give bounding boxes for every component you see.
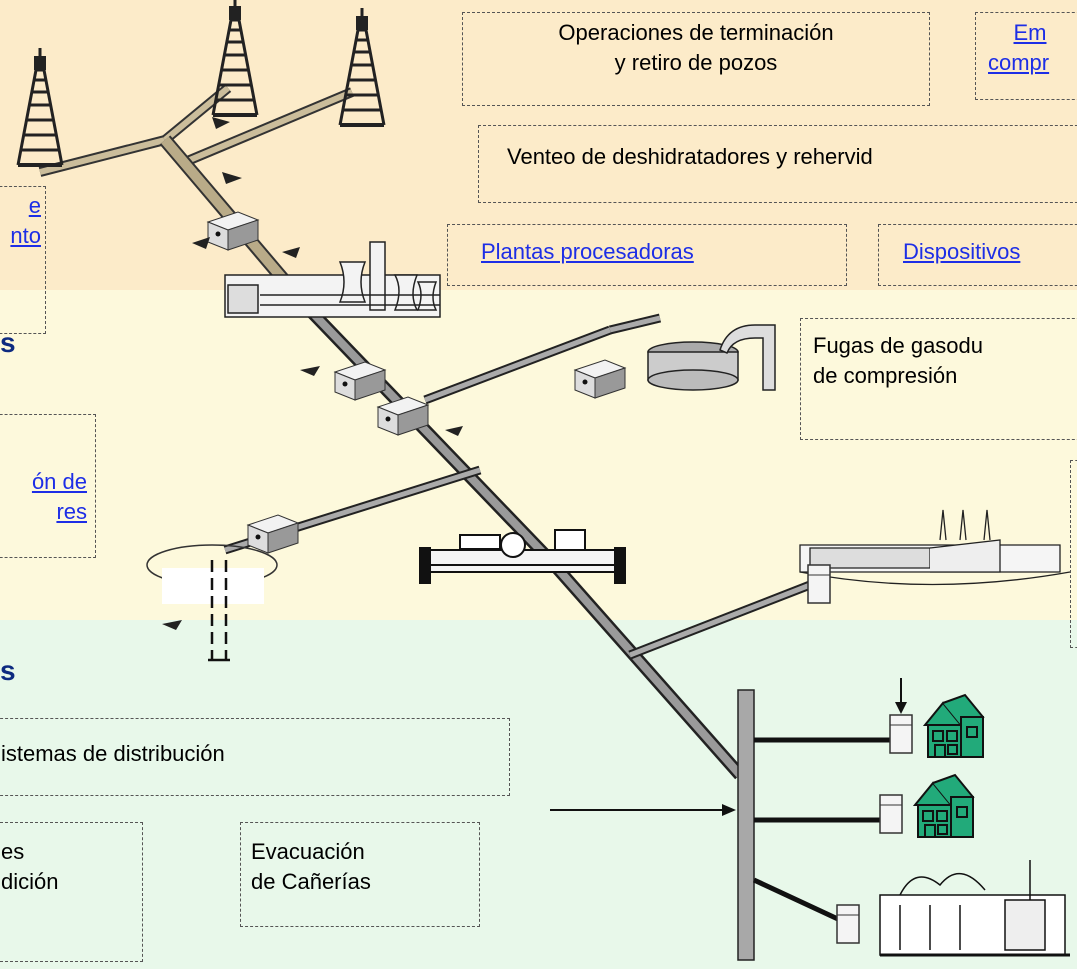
link-left-transmission-1[interactable]: ón de bbox=[31, 469, 87, 494]
gas-meter-icon bbox=[807, 564, 831, 604]
production-section bbox=[0, 0, 1077, 290]
commercial-building-icon bbox=[879, 860, 1070, 957]
text-well-operations: Operaciones de terminación y retiro de p… bbox=[558, 20, 834, 75]
text-pipeline-leaks-2: de compresión bbox=[813, 363, 958, 388]
text-dehydrator-venting: Venteo de deshidratadores y rehervid bbox=[507, 144, 873, 169]
processing-plant-icon bbox=[224, 241, 441, 318]
box-right-edge bbox=[1070, 460, 1077, 648]
box-metering: es dición bbox=[0, 822, 143, 962]
link-processing-plants[interactable]: Plantas procesadoras bbox=[481, 239, 694, 264]
flow-arrows bbox=[162, 117, 463, 630]
box-distribution-systems: istemas de distribución bbox=[0, 718, 510, 796]
box-dehydrator-venting: Venteo de deshidratadores y rehervid bbox=[478, 125, 1077, 203]
underground-storage-icon bbox=[146, 544, 278, 662]
compressor-station-icon bbox=[574, 359, 626, 399]
gas-meter-icon bbox=[889, 714, 913, 754]
text-pipeline-leaks-1: Fugas de gasodu bbox=[813, 333, 984, 358]
section-heading-transmission: s bbox=[0, 327, 16, 358]
text-distribution-systems: istemas de distribución bbox=[1, 741, 225, 766]
oil-well-derrick-icon bbox=[16, 46, 64, 167]
compressor-station-icon bbox=[334, 361, 386, 401]
machinery-icon bbox=[419, 529, 626, 584]
link-compressor-emissions-1[interactable]: Em bbox=[1013, 20, 1047, 45]
box-left-production[interactable]: e nto bbox=[0, 186, 46, 334]
compressor-station-icon bbox=[247, 514, 299, 554]
gas-meter-icon bbox=[836, 904, 860, 944]
factory-icon bbox=[799, 509, 1071, 586]
oil-well-derrick-icon bbox=[338, 6, 386, 127]
link-compressor-emissions-2[interactable]: compr bbox=[988, 50, 1050, 75]
box-compressor-emissions[interactable]: Em compr bbox=[975, 12, 1077, 100]
text-pipe-evacuation-1: Evacuación bbox=[251, 839, 365, 864]
link-left-transmission-2[interactable]: res bbox=[56, 499, 87, 524]
link-devices[interactable]: Dispositivos bbox=[903, 239, 1021, 264]
link-left-production-1[interactable]: e bbox=[28, 193, 41, 218]
link-left-production-2[interactable]: nto bbox=[10, 223, 41, 248]
distribution-manifold bbox=[550, 678, 907, 961]
box-pipe-evacuation: Evacuación de Cañerías bbox=[240, 822, 480, 927]
box-left-transmission[interactable]: ón de res bbox=[0, 414, 96, 558]
box-well-operations: Operaciones de terminación y retiro de p… bbox=[462, 12, 930, 106]
gathering-pipelines bbox=[38, 84, 354, 310]
gas-meter-icon bbox=[879, 794, 903, 834]
box-processing-plants[interactable]: Plantas procesadoras bbox=[447, 224, 847, 286]
text-metering-2: dición bbox=[1, 869, 59, 894]
box-devices[interactable]: Dispositivos bbox=[878, 224, 1077, 286]
house-icon bbox=[924, 694, 984, 758]
storage-tank-icon bbox=[647, 324, 776, 391]
section-heading-distribution: s bbox=[0, 655, 16, 686]
box-pipeline-leaks: Fugas de gasodu de compresión bbox=[800, 318, 1077, 440]
text-pipe-evacuation-2: de Cañerías bbox=[251, 869, 371, 894]
text-metering-1: es bbox=[1, 839, 25, 864]
house-icon bbox=[914, 774, 974, 838]
